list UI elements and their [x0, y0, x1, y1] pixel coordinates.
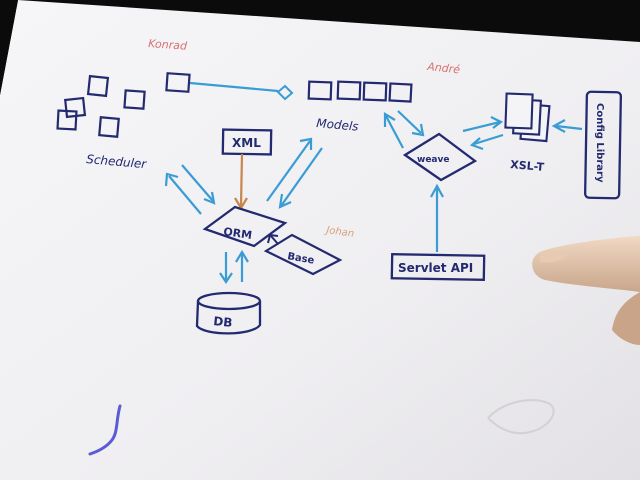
- db-label: DB: [213, 314, 233, 330]
- models-boxes: [307, 80, 413, 103]
- konrad-annotation: Konrad: [148, 37, 189, 53]
- servlet-api-label: Servlet API: [398, 261, 473, 275]
- faint-scribble: [487, 399, 555, 435]
- sidebox-xslt-arrow: [555, 124, 583, 131]
- orm-models-arrows: [266, 137, 323, 209]
- andre-annotation: André: [426, 60, 461, 76]
- scheduler-boxes: [56, 74, 146, 138]
- scheduler-label: Scheduler: [86, 152, 148, 171]
- side-box: [583, 90, 623, 200]
- pen-stroke: [88, 404, 122, 456]
- xslt-pages: [504, 92, 551, 143]
- konrad-box: [165, 72, 191, 93]
- orm-label: ORM: [223, 225, 253, 242]
- xslt-label: XSL-T: [510, 158, 545, 174]
- connector-diamond-icon: [276, 84, 294, 101]
- weave-diamond: [402, 132, 478, 182]
- base-label: Base: [286, 251, 315, 267]
- servlet-api-box: [390, 253, 486, 281]
- side-box-label: Config Library: [594, 103, 605, 183]
- orm-diamond: [202, 205, 288, 248]
- orm-db-arrows: [219, 249, 249, 284]
- models-weave-arrows: [383, 110, 425, 149]
- desk-corner: [0, 0, 18, 95]
- xml-box: [221, 128, 273, 156]
- xml-label: XML: [232, 136, 261, 150]
- weave-label: weave: [417, 155, 449, 165]
- weave-xslt-arrows: [462, 116, 504, 151]
- finger: [532, 236, 640, 345]
- scheduler-orm-arrows: [164, 164, 216, 215]
- johan-annotation: Johan: [324, 225, 355, 240]
- db-cylinder: [195, 291, 262, 335]
- base-diamond: [263, 233, 343, 276]
- models-label: Models: [316, 116, 359, 134]
- konrad-connector: [189, 81, 279, 93]
- xml-orm-arrow: [239, 153, 244, 207]
